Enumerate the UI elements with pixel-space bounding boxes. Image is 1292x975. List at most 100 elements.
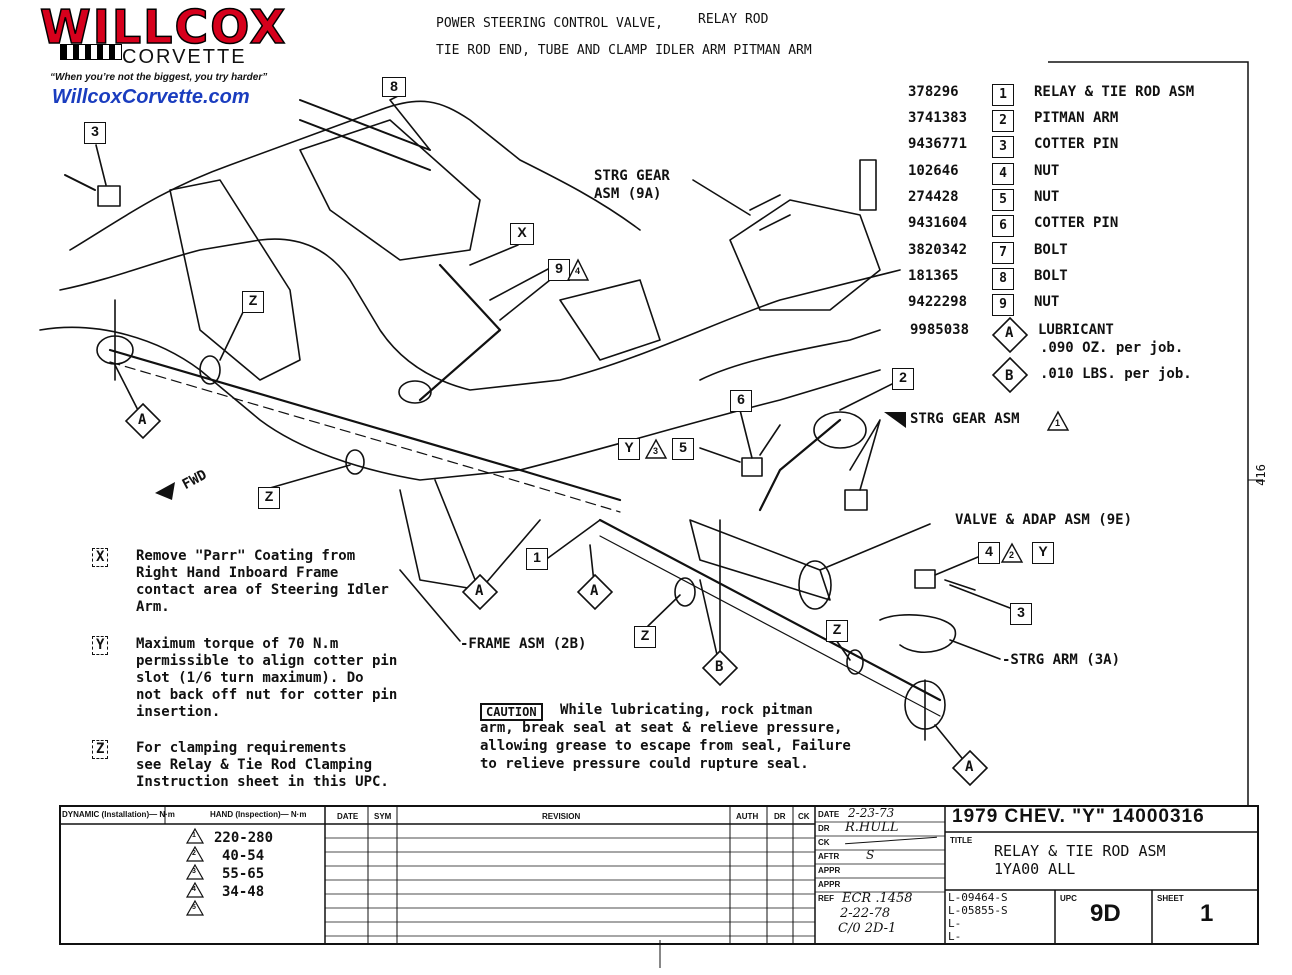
callout-1: 1 bbox=[526, 548, 548, 570]
upc-value: 9D bbox=[1090, 900, 1121, 927]
leader-2 bbox=[839, 379, 901, 411]
control-valve-end bbox=[798, 560, 832, 610]
parts-row: 181365 8 BOLT bbox=[900, 268, 1240, 294]
website-link[interactable]: WillcoxCorvette.com bbox=[52, 86, 250, 108]
leader-x bbox=[469, 244, 519, 266]
title-label: TITLE bbox=[950, 836, 973, 845]
control-valve-body bbox=[689, 519, 831, 601]
caution-line: to relieve pressure could rupture seal. bbox=[480, 756, 809, 772]
part-number: 181365 bbox=[908, 268, 959, 284]
label-strg-gear: STRG GEAR bbox=[594, 168, 670, 184]
part-ref: 3 bbox=[992, 136, 1014, 158]
leader-1 bbox=[547, 519, 601, 559]
steering-gear-bolts bbox=[749, 194, 791, 231]
part-number: 9436771 bbox=[908, 136, 968, 152]
callout-5: 5 bbox=[672, 438, 694, 460]
diamond-a-2-label: A bbox=[475, 583, 484, 599]
diamond-b-1 bbox=[701, 649, 739, 687]
part-desc: COTTER PIN bbox=[1034, 215, 1119, 231]
cotter-pin-left bbox=[64, 174, 96, 191]
label-frame-asm: -FRAME ASM (2B) bbox=[460, 636, 587, 652]
nut-4 bbox=[914, 569, 936, 589]
frame-bracket-mid bbox=[299, 119, 481, 261]
torque-ref: 2 bbox=[192, 850, 196, 857]
clamp-left bbox=[199, 355, 221, 385]
part-ref: 1 bbox=[992, 84, 1014, 106]
ref-label: REF bbox=[818, 894, 834, 903]
part-ref: 5 bbox=[992, 189, 1014, 211]
lubricant-b-ref: B bbox=[1005, 368, 1014, 384]
part-desc: RELAY & TIE ROD ASM bbox=[1034, 84, 1195, 100]
triangle-label-3: 3 bbox=[653, 446, 659, 456]
callout-x: X bbox=[510, 223, 534, 245]
callout-z-3: Z bbox=[634, 626, 656, 648]
triangle-label-1: 1 bbox=[1055, 418, 1061, 428]
parts-row: 3741383 2 PITMAN ARM bbox=[900, 110, 1240, 136]
part-number: 274428 bbox=[908, 189, 959, 205]
frame-top-rail bbox=[69, 100, 641, 251]
steering-arm bbox=[879, 614, 957, 653]
frame-bracket-left bbox=[169, 179, 301, 381]
part-number: 9985038 bbox=[910, 322, 970, 338]
lubricant-a-amount: .090 OZ. per job. bbox=[1040, 340, 1184, 356]
callout-3: 3 bbox=[84, 122, 106, 144]
checkered-flag-logo bbox=[60, 44, 122, 60]
triangle-3-a bbox=[644, 438, 668, 459]
callout-y-2: Y bbox=[1032, 542, 1054, 564]
bolt-8 bbox=[299, 99, 431, 151]
ref-line-2: 2-22-78 bbox=[840, 906, 891, 921]
triangle-2-a bbox=[1000, 542, 1024, 563]
callout-2: 2 bbox=[892, 368, 914, 390]
label-valve-adap: VALVE & ADAP ASM (9E) bbox=[955, 512, 1133, 528]
caution-tag: CAUTION bbox=[480, 703, 543, 721]
caution-line: arm, break seal at seat & relieve pressu… bbox=[480, 720, 843, 736]
part-desc: BOLT bbox=[1034, 268, 1068, 284]
triangle-label-4: 4 bbox=[575, 266, 581, 276]
appr-label-1: APPR bbox=[818, 866, 841, 875]
part-ref: 6 bbox=[992, 215, 1014, 237]
torque-ref: 1 bbox=[192, 832, 196, 839]
torque-ref: 4 bbox=[192, 886, 196, 893]
caution-line: allowing grease to escape from seal, Fai… bbox=[480, 738, 851, 754]
leader-6 bbox=[739, 409, 753, 459]
ck-label: CK bbox=[818, 838, 830, 847]
part-number: 9422298 bbox=[908, 294, 968, 310]
tie-rod-right-b bbox=[599, 535, 941, 717]
col-dr: DR bbox=[774, 812, 786, 821]
idler-bushing bbox=[398, 380, 432, 404]
triangle-1-a bbox=[1046, 410, 1070, 431]
torque-triangle-2 bbox=[185, 845, 205, 862]
col-sym: SYM bbox=[374, 812, 392, 821]
lubricant-b-amount: .010 LBS. per job. bbox=[1040, 366, 1192, 382]
clamp-far-right bbox=[846, 649, 864, 675]
frame-lower-rail bbox=[39, 326, 881, 481]
col-date: DATE bbox=[337, 812, 359, 821]
l-ref-4: L- bbox=[948, 930, 962, 943]
part-number: 378296 bbox=[908, 84, 959, 100]
parts-row: 9985038 A LUBRICANT bbox=[900, 322, 1240, 348]
diamond-a-1 bbox=[124, 402, 162, 440]
note-key: X bbox=[92, 548, 109, 567]
relay-rod bbox=[108, 348, 622, 502]
part-desc: PITMAN ARM bbox=[1034, 110, 1119, 126]
callout-4: 4 bbox=[978, 542, 1000, 564]
parts-row: 378296 1 RELAY & TIE ROD ASM bbox=[900, 84, 1240, 110]
torque-triangle-5 bbox=[185, 899, 205, 916]
label-strg-gear-2: ASM (9A) bbox=[594, 186, 662, 202]
torque-ref: 5 bbox=[192, 904, 196, 911]
relay-rod-center bbox=[109, 361, 621, 513]
torque-value: 55-65 bbox=[222, 866, 265, 882]
appr-label-2: APPR bbox=[818, 880, 841, 889]
parts-row: 9431604 6 COTTER PIN bbox=[900, 215, 1240, 241]
leader-3 bbox=[95, 144, 107, 186]
diamond-b-1-label: B bbox=[715, 659, 724, 675]
l-ref-1: L-09464-S bbox=[948, 891, 1008, 904]
col-revision: REVISION bbox=[542, 812, 581, 821]
title-line-2: 1YA00 ALL bbox=[994, 860, 1076, 878]
slogan: “When you’re not the biggest, you try ha… bbox=[50, 72, 268, 83]
